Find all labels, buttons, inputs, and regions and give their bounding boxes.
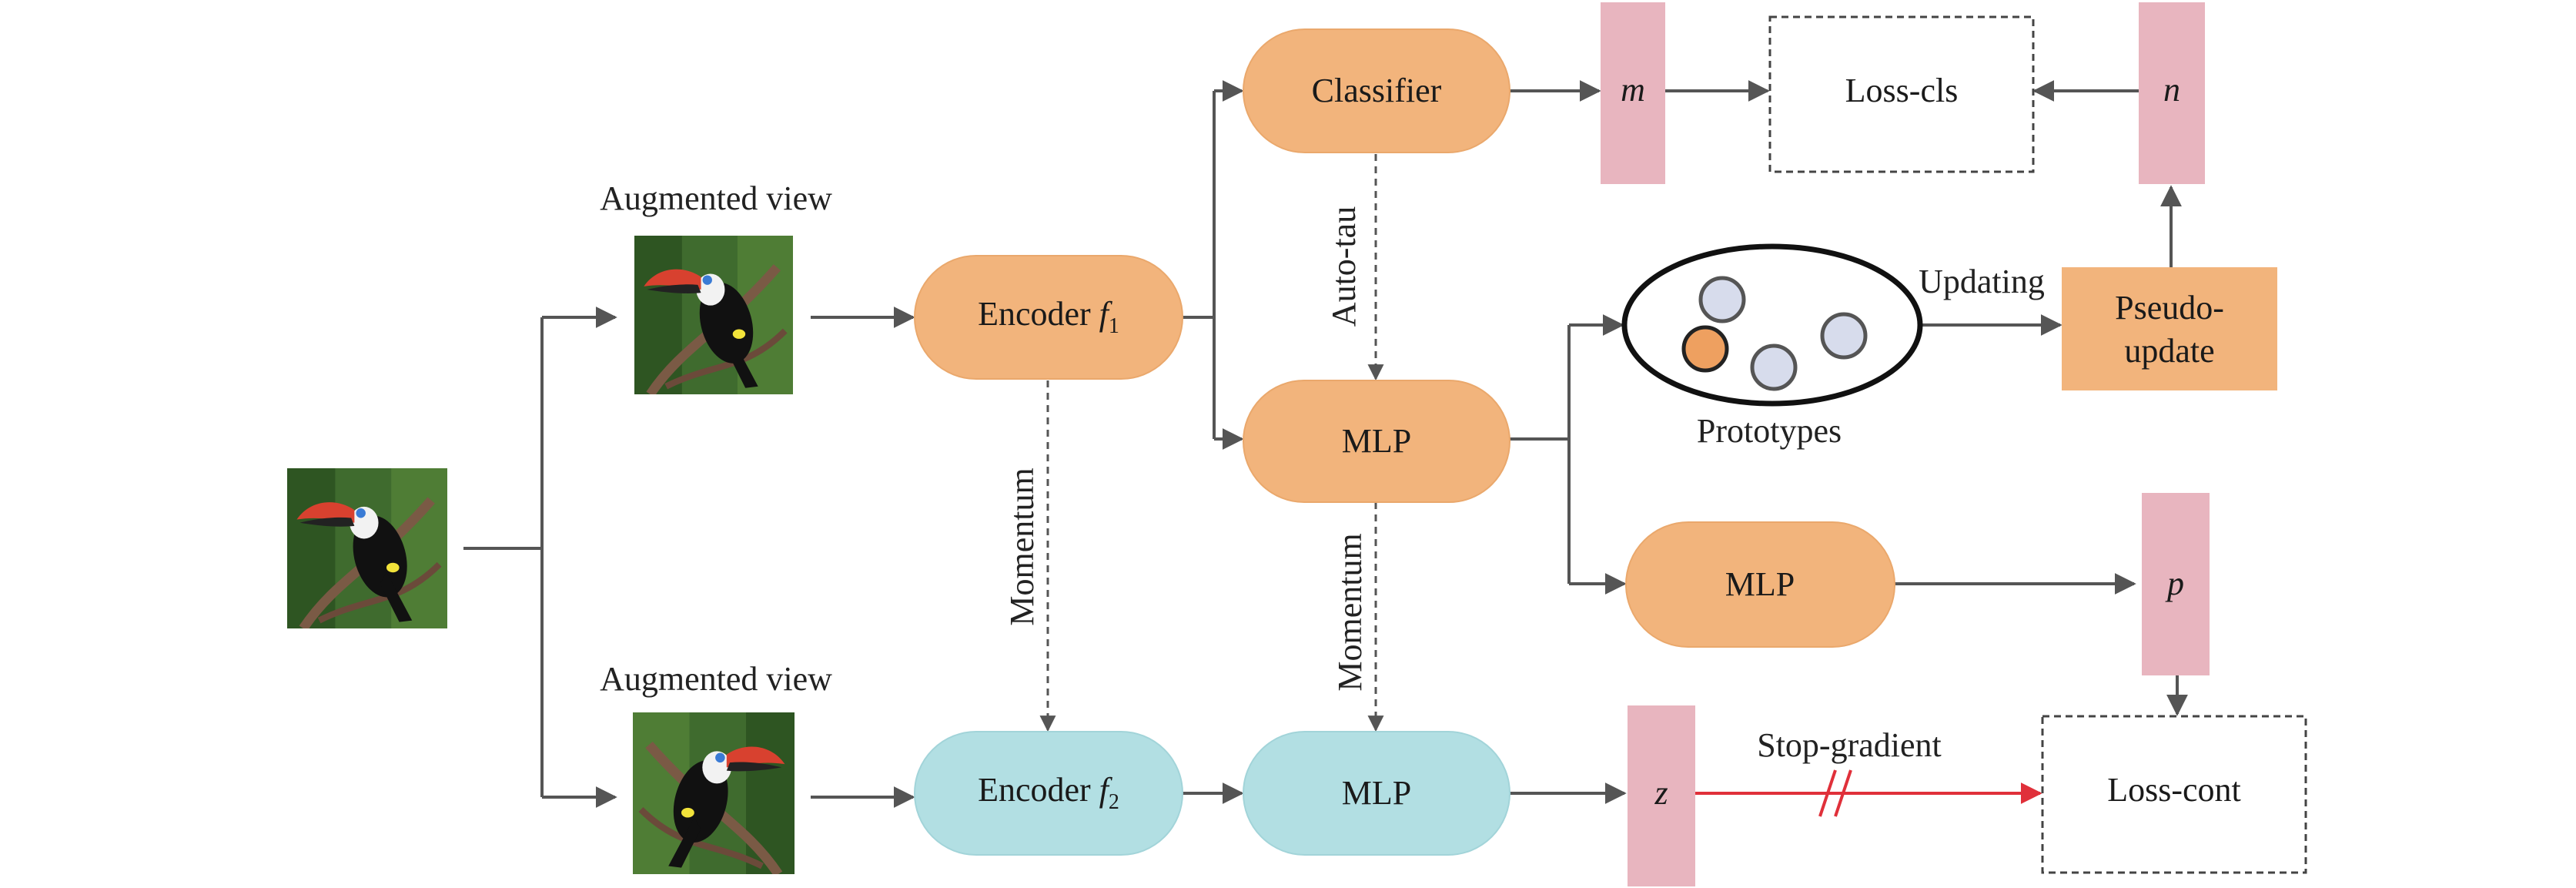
mlp-top-label: MLP bbox=[1342, 422, 1411, 460]
encoder-f2-node: Encoder f2 bbox=[914, 731, 1183, 856]
auto-tau-label: Auto-tau bbox=[1325, 206, 1363, 327]
input-image bbox=[287, 468, 447, 628]
connectors bbox=[463, 80, 2188, 808]
m-vector: m bbox=[1601, 2, 1665, 184]
p-vector: p bbox=[2142, 493, 2210, 675]
svg-text:Encoder f1: Encoder f1 bbox=[978, 295, 1119, 338]
p-label: p bbox=[2165, 565, 2184, 602]
stop-gradient-label: Stop-gradient bbox=[1757, 726, 1942, 764]
pseudo-update-box: Pseudo- update bbox=[2062, 267, 2277, 390]
updating-label: Updating bbox=[1919, 263, 2045, 300]
momentum-label-mid: Momentum bbox=[1331, 533, 1369, 691]
loss-cls-label: Loss-cls bbox=[1845, 72, 1959, 109]
stop-gradient-arrow bbox=[1695, 769, 2042, 817]
momentum-label-left: Momentum bbox=[1003, 467, 1041, 625]
loss-cont-box: Loss-cont bbox=[2041, 715, 2307, 874]
mlp-bottom-node: MLP bbox=[1243, 731, 1510, 856]
loss-cls-box: Loss-cls bbox=[1768, 15, 2035, 173]
n-label: n bbox=[2163, 71, 2180, 109]
augmented-image-top bbox=[634, 236, 793, 394]
augmented-view-label-top: Augmented view bbox=[600, 179, 832, 217]
pseudo-update-line2: update bbox=[2124, 332, 2214, 370]
encoder1-sub: 1 bbox=[1109, 314, 1119, 338]
encoder2-sub: 2 bbox=[1109, 790, 1119, 814]
encoder-f1-node: Encoder f1 bbox=[914, 255, 1183, 380]
mlp-bottom-label: MLP bbox=[1342, 774, 1411, 812]
prototype-dot bbox=[1698, 276, 1746, 323]
classifier-node: Classifier bbox=[1243, 28, 1510, 153]
svg-text:Encoder f2: Encoder f2 bbox=[978, 771, 1119, 814]
classifier-label: Classifier bbox=[1312, 72, 1442, 109]
augmented-image-bottom bbox=[633, 712, 795, 874]
prototype-dot-highlight bbox=[1681, 325, 1729, 373]
augmented-view-label-bottom: Augmented view bbox=[600, 660, 832, 698]
loss-cont-label: Loss-cont bbox=[2107, 771, 2241, 809]
prototype-dot bbox=[1820, 312, 1868, 360]
mlp-top-node: MLP bbox=[1243, 380, 1510, 503]
pseudo-update-line1: Pseudo- bbox=[2115, 289, 2224, 327]
mlp-projection-node: MLP bbox=[1625, 521, 1895, 648]
mlp-projection-label: MLP bbox=[1725, 565, 1795, 603]
prototype-dot bbox=[1750, 343, 1798, 391]
n-vector: n bbox=[2139, 2, 2205, 184]
encoder2-prefix: Encoder bbox=[978, 771, 1099, 809]
encoder1-prefix: Encoder bbox=[978, 295, 1099, 333]
m-label: m bbox=[1621, 71, 1645, 109]
dashed-connectors bbox=[1039, 154, 1384, 732]
prototypes-ellipse bbox=[1621, 243, 1923, 407]
z-label: z bbox=[1654, 774, 1668, 812]
z-vector: z bbox=[1628, 705, 1695, 886]
prototypes-label: Prototypes bbox=[1697, 412, 1842, 450]
